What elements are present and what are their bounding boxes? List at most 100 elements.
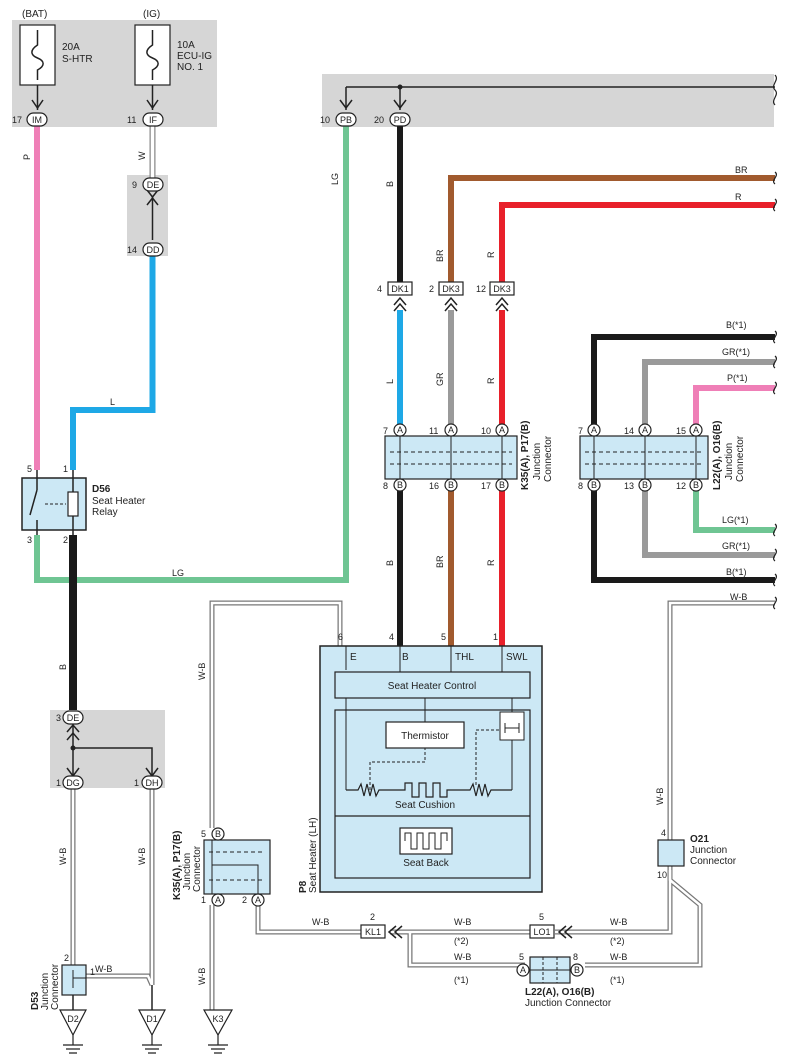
pin-num: 8: [383, 481, 388, 491]
fuse1-rating: 20A: [62, 42, 80, 53]
pin-num: 1: [90, 967, 95, 977]
junction-connector-jc3: B A A: [203, 827, 271, 907]
pin-num: 5: [539, 912, 544, 922]
connector-kl1: KL1: [360, 924, 403, 939]
seat-heater-lh: [319, 645, 543, 893]
jc2-id: L22(A), O16(B): [712, 421, 723, 490]
pin-num: 14: [127, 245, 137, 255]
pin-num: 5: [519, 952, 524, 962]
seat-heater-control-box: [334, 671, 531, 699]
svg-text:KL1: KL1: [365, 927, 381, 937]
pin-num: 2: [242, 895, 247, 905]
ig-label: (IG): [143, 9, 160, 20]
junction-connector-jc4: A B: [516, 956, 584, 984]
svg-text:DG: DG: [66, 778, 80, 788]
svg-text:A: A: [591, 425, 597, 435]
svg-text:DD: DD: [147, 245, 160, 255]
svg-text:LO1: LO1: [533, 927, 550, 937]
wire-label-r: R: [486, 559, 496, 566]
pin-num: 2: [64, 953, 69, 963]
terminal-e: E: [350, 652, 357, 663]
wire-label-br: BR: [435, 249, 445, 262]
pin-num: 8: [573, 952, 578, 962]
connector-lo1: LO1: [529, 924, 573, 939]
terminal-dg: DG: [62, 775, 84, 790]
svg-text:B: B: [448, 480, 454, 490]
wire-label-star1: (*1): [454, 975, 469, 985]
pin-num: 3: [27, 535, 32, 545]
svg-text:A: A: [397, 425, 403, 435]
jc3-id: K35(A), P17(B): [172, 831, 183, 900]
ground-k3-icon: K3: [202, 1009, 234, 1054]
jc1-id: K35(A), P17(B): [520, 421, 531, 490]
connector-dk3b: DK3: [489, 281, 515, 312]
jc3-name: Junction: [182, 853, 193, 890]
relay-name: Relay: [92, 507, 118, 518]
pin-num: 11: [127, 115, 136, 125]
pin-num: 2: [370, 912, 375, 922]
wire-label-wb: W-B: [137, 848, 147, 865]
pin-num: 2: [429, 284, 434, 294]
thermistor-label: Thermistor: [401, 731, 449, 742]
svg-text:B: B: [397, 480, 403, 490]
svg-text:A: A: [520, 965, 526, 975]
pin-num: 17: [481, 481, 491, 491]
svg-text:B: B: [499, 480, 505, 490]
wire-label-gr1: GR(*1): [722, 347, 750, 357]
wire-br-top: [448, 175, 775, 282]
pin-num: 6: [338, 632, 343, 642]
svg-text:IM: IM: [32, 115, 42, 125]
pin-num: 1: [134, 778, 139, 788]
svg-text:DK1: DK1: [391, 284, 409, 294]
seat-cushion-label: Seat Cushion: [395, 800, 455, 811]
seat-name: Seat Heater (LH): [308, 817, 319, 893]
heating-element-icon: [346, 782, 512, 798]
wire-label-lg: LG: [172, 568, 184, 578]
svg-text:IF: IF: [149, 115, 158, 125]
pin-num: 4: [661, 828, 666, 838]
d53-name: Connector: [50, 963, 61, 1010]
jc3-name: Connector: [192, 845, 203, 892]
pin-num: 2: [63, 535, 68, 545]
jc2-name: Junction: [724, 443, 735, 480]
pin-num: 20: [374, 115, 384, 125]
svg-text:A: A: [693, 425, 699, 435]
wire-label-wb: W-B: [197, 663, 207, 680]
wire-label-wb: W-B: [95, 964, 112, 974]
seat-heater-relay: [21, 470, 87, 535]
o21-name: Junction: [690, 845, 727, 856]
wire-label-wb: W-B: [312, 917, 329, 927]
pin-num: 9: [132, 180, 137, 190]
wire-label-p1: P(*1): [727, 373, 748, 383]
relay-name: Seat Heater: [92, 496, 146, 507]
jc2-name: Connector: [735, 435, 746, 482]
svg-text:B: B: [215, 829, 221, 839]
wire-label-r: R: [735, 192, 742, 202]
fuse1-name: S-HTR: [62, 54, 93, 65]
seat-back-label: Seat Back: [403, 858, 450, 869]
wire-label-l: L: [110, 397, 115, 407]
pin-num: 10: [657, 870, 667, 880]
wire-label-star2: (*2): [610, 936, 625, 946]
pin-num: 13: [624, 481, 634, 491]
jc1-name: Connector: [543, 435, 554, 482]
pin-num: 5: [201, 829, 206, 839]
svg-text:DK3: DK3: [493, 284, 511, 294]
wire-l-relay: [70, 256, 156, 470]
fuse2-name2: NO. 1: [177, 62, 204, 73]
wire-label-gr1: GR(*1): [722, 541, 750, 551]
seat-heater-control-label: Seat Heater Control: [388, 681, 476, 692]
fuse2-name1: ECU-IG: [177, 51, 212, 62]
svg-text:A: A: [255, 895, 261, 905]
pin-num: 15: [676, 426, 686, 436]
terminal-im: IM: [26, 112, 48, 127]
wire-label-wb: W-B: [730, 592, 747, 602]
connector-dk3a: DK3: [438, 281, 464, 312]
svg-text:A: A: [215, 895, 221, 905]
pin-num: 3: [56, 713, 61, 723]
pin-num: 12: [676, 481, 686, 491]
wire-label-wb: W-B: [610, 917, 627, 927]
wire-label-b: B: [385, 181, 395, 187]
jc1-pins: A A A B B B: [393, 423, 509, 492]
